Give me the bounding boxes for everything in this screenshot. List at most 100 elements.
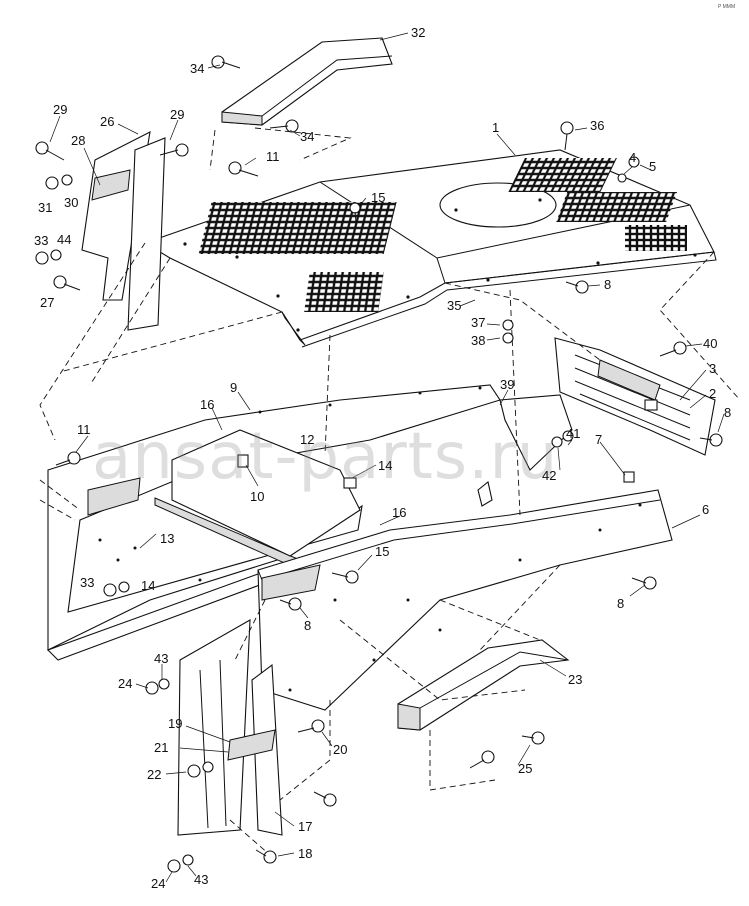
nut-icon bbox=[45, 174, 73, 190]
callout-2: 2 bbox=[709, 386, 716, 401]
callout-8: 8 bbox=[724, 405, 731, 420]
bolt-icon bbox=[349, 202, 361, 223]
callout-15: 15 bbox=[375, 544, 389, 559]
callout-11: 11 bbox=[77, 422, 91, 437]
callout-30: 30 bbox=[64, 195, 78, 210]
nut-icon bbox=[145, 678, 170, 695]
bolt-icon bbox=[159, 143, 189, 157]
callout-42: 42 bbox=[542, 468, 556, 483]
callout-16: 16 bbox=[392, 505, 406, 520]
callout-13: 13 bbox=[160, 531, 174, 546]
nut-icon bbox=[103, 581, 130, 597]
grille-left-lower bbox=[304, 272, 384, 312]
callout-21: 21 bbox=[154, 740, 168, 755]
callout-34: 34 bbox=[300, 129, 314, 144]
callout-leaders bbox=[49, 32, 725, 883]
bolt-icon bbox=[297, 719, 325, 733]
clip-icon bbox=[623, 471, 635, 483]
front-grille-2 bbox=[554, 337, 716, 456]
callout-28: 28 bbox=[71, 133, 85, 148]
grille-right bbox=[556, 192, 678, 222]
nut-icon bbox=[502, 319, 514, 344]
callout-40: 40 bbox=[703, 336, 717, 351]
callout-23: 23 bbox=[568, 672, 582, 687]
bolt-icon bbox=[565, 280, 589, 294]
callout-6: 6 bbox=[702, 502, 709, 517]
callout-16: 16 bbox=[200, 397, 214, 412]
clip-icon bbox=[477, 481, 493, 507]
callout-35: 35 bbox=[447, 298, 461, 313]
top-rail-32 bbox=[221, 37, 393, 126]
callout-8: 8 bbox=[604, 277, 611, 292]
callout-31: 31 bbox=[38, 200, 52, 215]
callout-27: 27 bbox=[40, 295, 54, 310]
callout-12: 12 bbox=[300, 432, 314, 447]
callout-11: 11 bbox=[266, 149, 280, 164]
callout-1: 1 bbox=[492, 120, 499, 135]
dashed-assembly-lines bbox=[39, 127, 741, 856]
callout-22: 22 bbox=[147, 767, 161, 782]
callout-26: 26 bbox=[100, 114, 114, 129]
callout-9: 9 bbox=[230, 380, 237, 395]
bolt-icon bbox=[699, 433, 723, 447]
bolt-icon bbox=[313, 791, 337, 807]
watermark: ansat-parts.ru bbox=[92, 420, 558, 494]
callout-37: 37 bbox=[471, 315, 485, 330]
bolt-icon bbox=[469, 750, 495, 769]
bolt-icon bbox=[279, 597, 302, 611]
grille-right-front bbox=[625, 225, 687, 251]
bolt-icon bbox=[53, 275, 81, 291]
bolt-icon bbox=[331, 570, 359, 584]
callout-3: 3 bbox=[709, 361, 716, 376]
clip-icon bbox=[644, 399, 658, 411]
callout-24: 24 bbox=[118, 676, 132, 691]
callout-8: 8 bbox=[617, 596, 624, 611]
hood-panel-top bbox=[143, 149, 717, 348]
callout-44: 44 bbox=[57, 232, 71, 247]
callout-43: 43 bbox=[154, 651, 168, 666]
callout-20: 20 bbox=[333, 742, 347, 757]
nut-icon bbox=[167, 854, 194, 873]
callout-33: 33 bbox=[34, 233, 48, 248]
hardware bbox=[35, 55, 723, 873]
callout-38: 38 bbox=[471, 333, 485, 348]
callout-14: 14 bbox=[378, 458, 392, 473]
nut-icon bbox=[187, 761, 214, 778]
callout-39: 39 bbox=[500, 377, 514, 392]
callout-5: 5 bbox=[649, 159, 656, 174]
callout-10: 10 bbox=[250, 489, 264, 504]
side-panel-right bbox=[257, 394, 673, 711]
bolt-icon bbox=[659, 341, 687, 357]
callout-43: 43 bbox=[194, 872, 208, 887]
nut-icon bbox=[35, 249, 62, 265]
upright-26 bbox=[81, 131, 166, 331]
callout-34: 34 bbox=[190, 61, 204, 76]
bolt-icon bbox=[228, 161, 259, 177]
bolt-icon bbox=[521, 731, 545, 745]
nut-icon bbox=[551, 430, 574, 448]
bolt-icon bbox=[560, 121, 574, 151]
callout-17: 17 bbox=[298, 819, 312, 834]
lower-rail-23 bbox=[397, 639, 570, 731]
callout-41: 41 bbox=[566, 426, 580, 441]
grille-left bbox=[198, 202, 397, 254]
callout-24: 24 bbox=[151, 876, 165, 891]
corner-mark: P MMM bbox=[718, 4, 735, 10]
callout-18: 18 bbox=[298, 846, 312, 861]
callout-14: 14 bbox=[141, 578, 155, 593]
callout-4: 4 bbox=[629, 150, 636, 165]
callout-32: 32 bbox=[411, 25, 425, 40]
callout-25: 25 bbox=[518, 761, 532, 776]
bolt-icon bbox=[35, 141, 65, 161]
callout-33: 33 bbox=[80, 575, 94, 590]
callout-29: 29 bbox=[170, 107, 184, 122]
callout-labels: 32 34 34 29 26 29 28 31 30 33 44 27 11 1… bbox=[34, 25, 731, 891]
callout-29: 29 bbox=[53, 102, 67, 117]
callout-15: 15 bbox=[371, 190, 385, 205]
callout-36: 36 bbox=[590, 118, 604, 133]
callout-7: 7 bbox=[595, 432, 602, 447]
upright-17 bbox=[177, 619, 283, 836]
bolt-icon bbox=[631, 576, 657, 590]
nut-icon bbox=[617, 156, 640, 183]
